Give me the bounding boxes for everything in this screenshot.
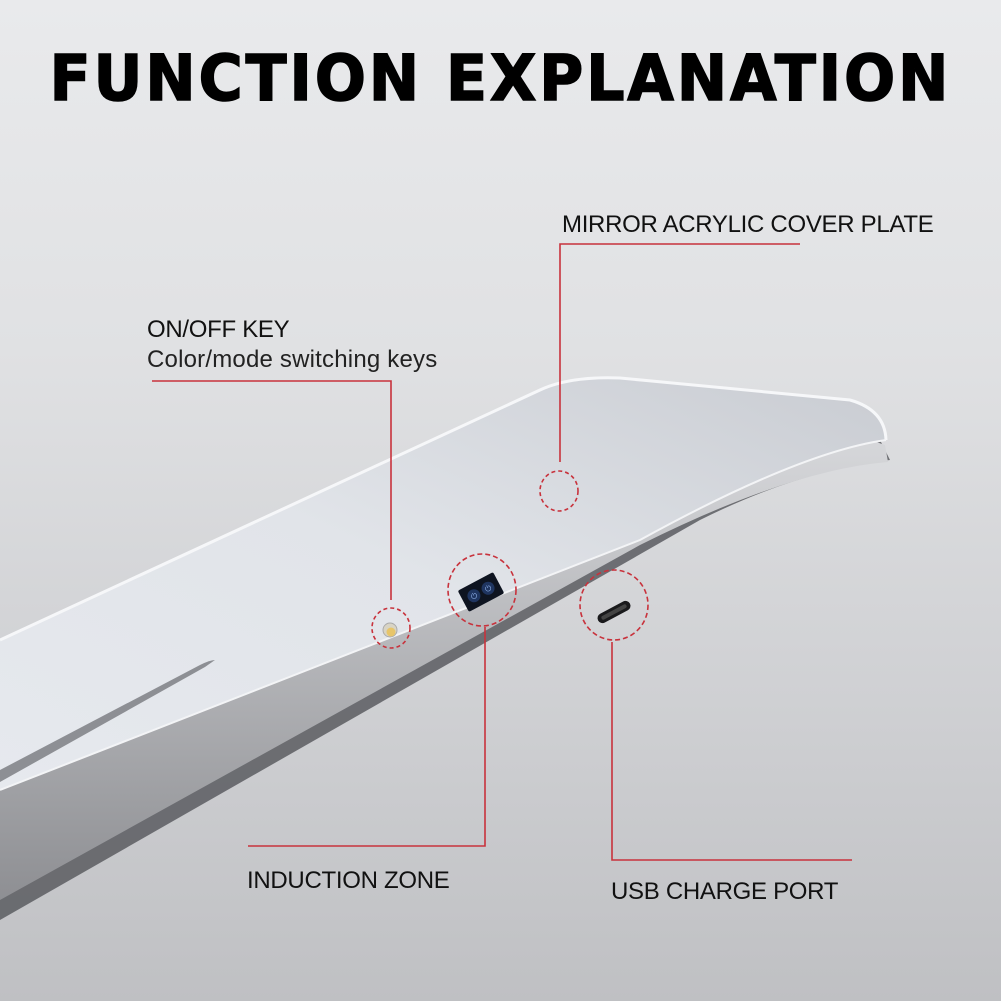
power-button-icon — [382, 622, 398, 638]
induction-sensor-icon: ⏻ ⏻ — [458, 572, 504, 612]
callout-usb-label: USB CHARGE PORT — [611, 878, 839, 905]
svg-text:⏻: ⏻ — [469, 590, 479, 601]
callout-onoff-sublabel: Color/mode switching keys — [147, 346, 438, 373]
device-body — [0, 376, 890, 920]
svg-text:⏻: ⏻ — [483, 583, 493, 594]
callout-induction-line — [248, 553, 517, 847]
callout-induction-label: INDUCTION ZONE — [247, 867, 450, 894]
callout-usb-line — [579, 569, 852, 861]
page-title: FUNCTION EXPLANATION — [49, 41, 952, 116]
callout-mirror-line — [539, 243, 800, 512]
callout-onoff-label: ON/OFF KEY — [147, 316, 290, 343]
callout-onoff-line — [152, 380, 411, 649]
groove — [0, 660, 215, 782]
mirror-acrylic-plate — [0, 377, 886, 790]
callout-mirror-label: MIRROR ACRYLIC COVER PLATE — [562, 211, 934, 238]
usb-port-icon — [597, 600, 631, 624]
